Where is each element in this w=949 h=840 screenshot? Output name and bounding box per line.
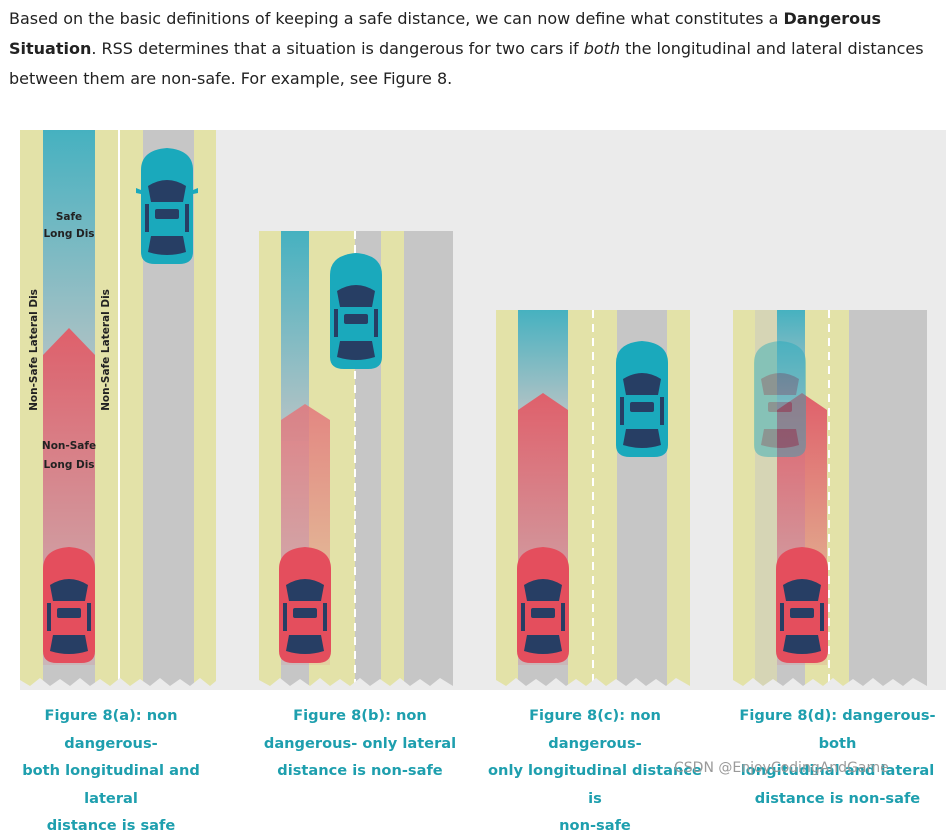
caption-figure-8a: Figure 8(a): non dangerous- both longitu… bbox=[22, 707, 200, 834]
panel-d-safe-zone bbox=[777, 310, 805, 400]
caption-figure-8d: Figure 8(d): dangerous- both longitudina… bbox=[739, 707, 936, 807]
panel-d bbox=[733, 310, 927, 690]
intro-italic-word: both bbox=[583, 39, 621, 58]
caption-figure-8c: Figure 8(c): non dangerous- only longitu… bbox=[488, 707, 702, 834]
car-red-panel-b bbox=[279, 547, 331, 663]
intro-text-3: the longitudinal and lateral distances b… bbox=[9, 39, 924, 88]
nonsafe-lateral-dis-label-right: Non-Safe Lateral Dis bbox=[100, 289, 112, 411]
csdn-watermark: CSDN @EnjoyCodingAndGame bbox=[674, 760, 889, 776]
safe-long-dis-label-2: Long Dis bbox=[43, 228, 94, 240]
car-red-panel-a bbox=[43, 547, 95, 663]
panel-a-lateral-band-left bbox=[20, 130, 43, 690]
car-teal-panel-d bbox=[754, 341, 806, 457]
caption-figure-8b: Figure 8(b): non dangerous- only lateral… bbox=[263, 707, 457, 779]
nonsafe-long-dis-label-2: Long Dis bbox=[43, 459, 94, 471]
nonsafe-long-dis-label-1: Non-Safe bbox=[42, 440, 96, 452]
rss-figure-8: Safe Long Dis Non-Safe Long Dis Non-Safe… bbox=[20, 130, 946, 690]
intro-text-2: . RSS determines that a situation is dan… bbox=[91, 39, 584, 58]
car-red-panel-c bbox=[517, 547, 569, 663]
car-red-panel-d bbox=[776, 547, 828, 663]
intro-paragraph: Based on the basic definitions of keepin… bbox=[9, 4, 939, 94]
panel-a-lateral-band-right bbox=[194, 130, 216, 690]
car-teal-panel-c bbox=[616, 341, 668, 457]
intro-text-1: Based on the basic definitions of keepin… bbox=[9, 9, 784, 28]
road-torn-edge bbox=[20, 678, 927, 690]
car-teal-panel-b bbox=[330, 253, 382, 369]
car-teal-panel-a bbox=[136, 148, 198, 264]
safe-long-dis-label-1: Safe bbox=[56, 211, 82, 223]
nonsafe-lateral-dis-label-left: Non-Safe Lateral Dis bbox=[28, 289, 40, 411]
intro-bold-term: Dangerous Situation bbox=[9, 9, 882, 58]
